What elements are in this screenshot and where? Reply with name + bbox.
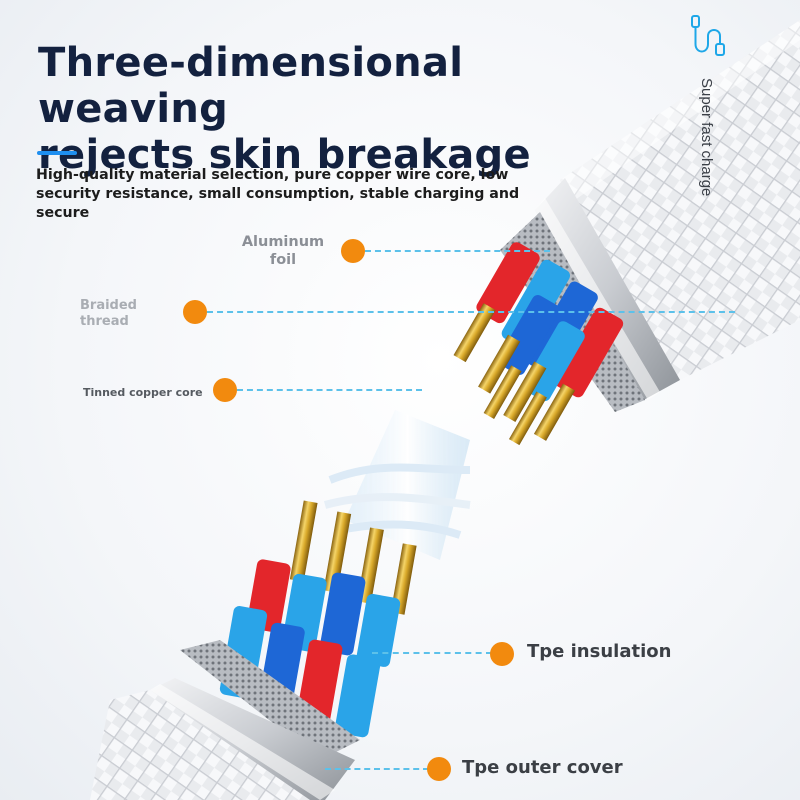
side-tag-label: Super fast charge	[698, 78, 715, 197]
callout-aluminum-foil-dot	[341, 239, 365, 263]
bottom-metal-ring	[150, 678, 355, 800]
callout-tinned-copper-core-dot	[213, 378, 237, 402]
callout-tpe-insulation-label: Tpe insulation	[527, 641, 672, 662]
callout-tpe-outer-cover-line	[325, 768, 429, 770]
callout-aluminum-foil-line	[365, 250, 550, 252]
headline-line-1: Three-dimensional weaving	[38, 40, 464, 132]
side-tag: Super fast charge	[694, 70, 720, 220]
callout-braided-thread-line	[207, 311, 735, 313]
callout-aluminum-foil-label: Aluminum foil	[241, 234, 325, 268]
headline-line-2: rejects skin breakage	[38, 132, 531, 178]
headline: Three-dimensional weaving rejects skin b…	[38, 40, 618, 178]
cable-icon	[691, 15, 725, 56]
bottom-mesh	[180, 640, 360, 760]
callout-tinned-copper-core-label: Tinned copper core	[83, 386, 203, 399]
top-wire-bundle	[453, 242, 624, 446]
callout-tpe-outer-cover-label: Tpe outer cover	[462, 757, 623, 778]
bottom-braided-sleeve	[90, 690, 310, 800]
description: High-quality material selection, pure co…	[36, 167, 520, 221]
callout-braided-thread-dot	[183, 300, 207, 324]
callout-tpe-outer-cover-dot	[427, 757, 451, 781]
callout-tpe-insulation-dot	[490, 642, 514, 666]
top-braided-sleeve	[560, 20, 800, 385]
accent-bar	[37, 151, 77, 155]
callout-tpe-insulation-line	[372, 652, 492, 654]
callout-tinned-copper-core-line	[237, 389, 422, 391]
clear-conductor-strands	[323, 410, 471, 560]
callout-braided-thread-label: Braided thread	[80, 298, 137, 329]
